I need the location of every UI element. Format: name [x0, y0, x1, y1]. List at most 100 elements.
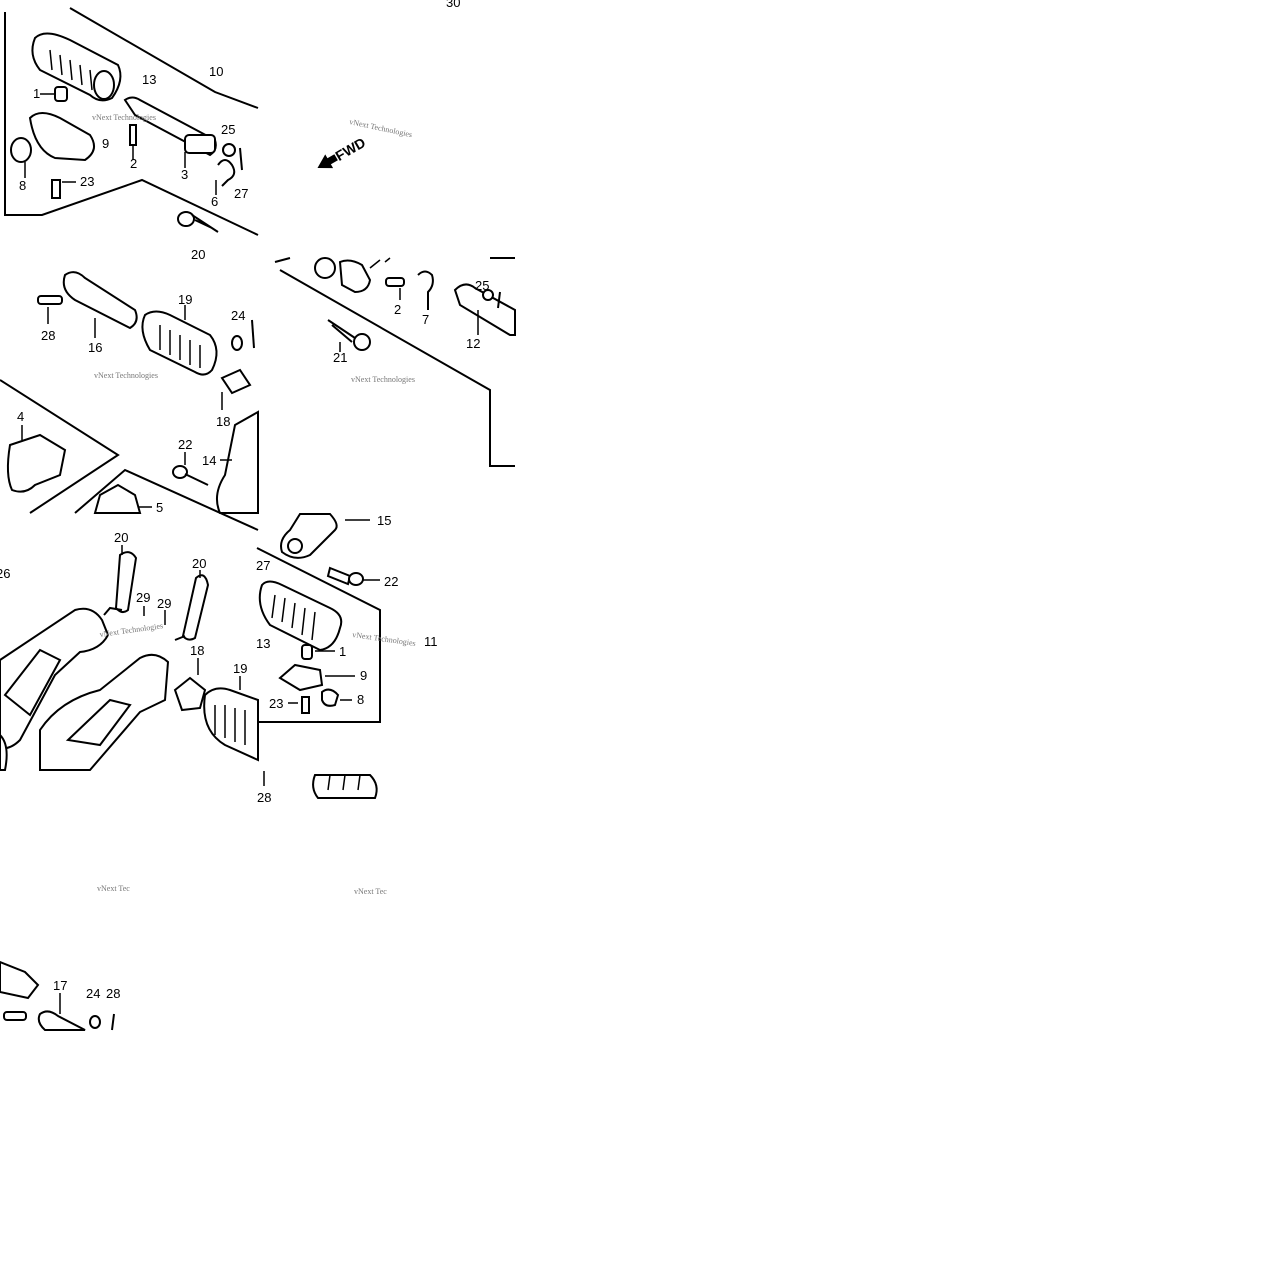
callout-number: 29 [136, 590, 150, 605]
callout-number: 2 [130, 156, 137, 171]
callout-number: 12 [466, 336, 480, 351]
callout-number: 16 [88, 340, 102, 355]
callout-frame [0, 379, 120, 514]
bracket-part [6, 433, 67, 493]
footpeg-rubber-part [141, 310, 218, 376]
bolt-part [301, 696, 310, 714]
callout-number: 19 [178, 292, 192, 307]
callout-number: 22 [178, 437, 192, 452]
callout-number: 13 [142, 72, 156, 87]
callout-number: 8 [19, 178, 26, 193]
callout-number: 28 [41, 328, 55, 343]
callout-number: 20 [191, 247, 205, 262]
rubber-holder-part [278, 663, 324, 692]
watermark: vNext Technologies [92, 113, 156, 122]
callout-number: 10 [209, 64, 223, 79]
step-shaft-part [453, 283, 516, 336]
callout-number: 27 [234, 186, 248, 201]
callout-number: 7 [422, 312, 429, 327]
forward-arrow-icon: FWD [317, 134, 369, 169]
bolt-part [177, 211, 219, 233]
callout-number: 28 [106, 986, 120, 1001]
callout-number: 21 [333, 350, 347, 365]
callout-number: 13 [256, 636, 270, 651]
callout-number: 23 [80, 174, 94, 189]
callout-number: 3 [181, 167, 188, 182]
step-shaft-part [62, 271, 138, 330]
footpeg-rubber-part [203, 687, 259, 762]
callout-number: 24 [86, 986, 100, 1001]
callout-number: 14 [202, 453, 216, 468]
tile-lower-left: 20 20 29 29 18 19 26 vNext Technologies [0, 530, 259, 771]
callout-number: 6 [211, 194, 218, 209]
bolt-part [326, 566, 364, 586]
pin-part [3, 1011, 27, 1021]
washer-part [231, 335, 243, 351]
collar-part [54, 86, 68, 102]
callout-number: 17 [53, 978, 67, 993]
washer-part [222, 143, 236, 157]
snap-pin-part [174, 574, 210, 641]
callout-number: 1 [33, 86, 40, 101]
callout-number: 20 [114, 530, 128, 545]
watermark: vNext Technologies [99, 621, 164, 639]
watermark: vNext Technologies [351, 375, 415, 384]
bracket-part [0, 960, 40, 1000]
callout-number: 20 [192, 556, 206, 571]
page-number: 30 [446, 0, 460, 10]
callout-frame [279, 269, 515, 467]
callout-number: 27 [256, 558, 270, 573]
washer-part [10, 137, 32, 163]
washer-part [173, 676, 207, 712]
pin-part [37, 295, 63, 305]
callout-number: 22 [384, 574, 398, 589]
spring-part [417, 270, 434, 310]
watermark: vNext Technologies [352, 630, 417, 648]
step-shaft-part [37, 1010, 86, 1031]
bracket-part [93, 483, 142, 514]
washer-part [89, 1015, 101, 1029]
callout-number: 18 [216, 414, 230, 429]
callout-number: 26 [0, 566, 10, 581]
callout-number: 25 [221, 122, 235, 137]
bolt-part [327, 319, 371, 351]
callout-number: 2 [394, 302, 401, 317]
callout-frame [256, 547, 381, 723]
washer-part [220, 368, 252, 395]
tile-middle-left: 28 16 19 24 18 22 14 4 5 vNext Technolog… [0, 271, 259, 531]
callout-number: 18 [190, 643, 204, 658]
watermark: vNext Tec [97, 884, 130, 893]
callout-number: 28 [257, 790, 271, 805]
callout-frame [69, 7, 259, 109]
callout-number: 19 [233, 661, 247, 676]
svg-text:FWD: FWD [333, 134, 369, 164]
callout-number: 9 [102, 136, 109, 151]
washer-part [321, 688, 340, 707]
callout-number: 29 [157, 596, 171, 611]
callout-number: 8 [357, 692, 364, 707]
footpeg-rubber-part [31, 32, 122, 102]
rubber-holder-part [28, 112, 95, 162]
callout-number: 23 [269, 696, 283, 711]
footpeg-rubber-part [312, 774, 378, 799]
callout-number: 25 [475, 278, 489, 293]
callout-number: 11 [424, 634, 438, 649]
spring-part [217, 159, 236, 187]
callout-number: 4 [17, 409, 24, 424]
bolt-part [172, 465, 209, 486]
tile-lower-center: 15 22 27 11 13 1 9 8 23 28 vNext Technol… [256, 513, 438, 805]
callout-frame [4, 12, 259, 236]
watermark: vNext Technologies [94, 371, 158, 380]
pin-part [129, 124, 137, 146]
tile-bottom-left: 17 24 28 [0, 960, 120, 1031]
collar-part [301, 644, 313, 660]
footpeg-rubber-part [258, 580, 343, 652]
bolt-part [51, 179, 76, 199]
callout-number: 5 [156, 500, 163, 515]
callout-number: 9 [360, 668, 367, 683]
snap-pin-part [103, 551, 138, 616]
bracket-part [215, 410, 259, 514]
callout-number: 15 [377, 513, 391, 528]
watermark: vNext Tec [354, 887, 387, 896]
